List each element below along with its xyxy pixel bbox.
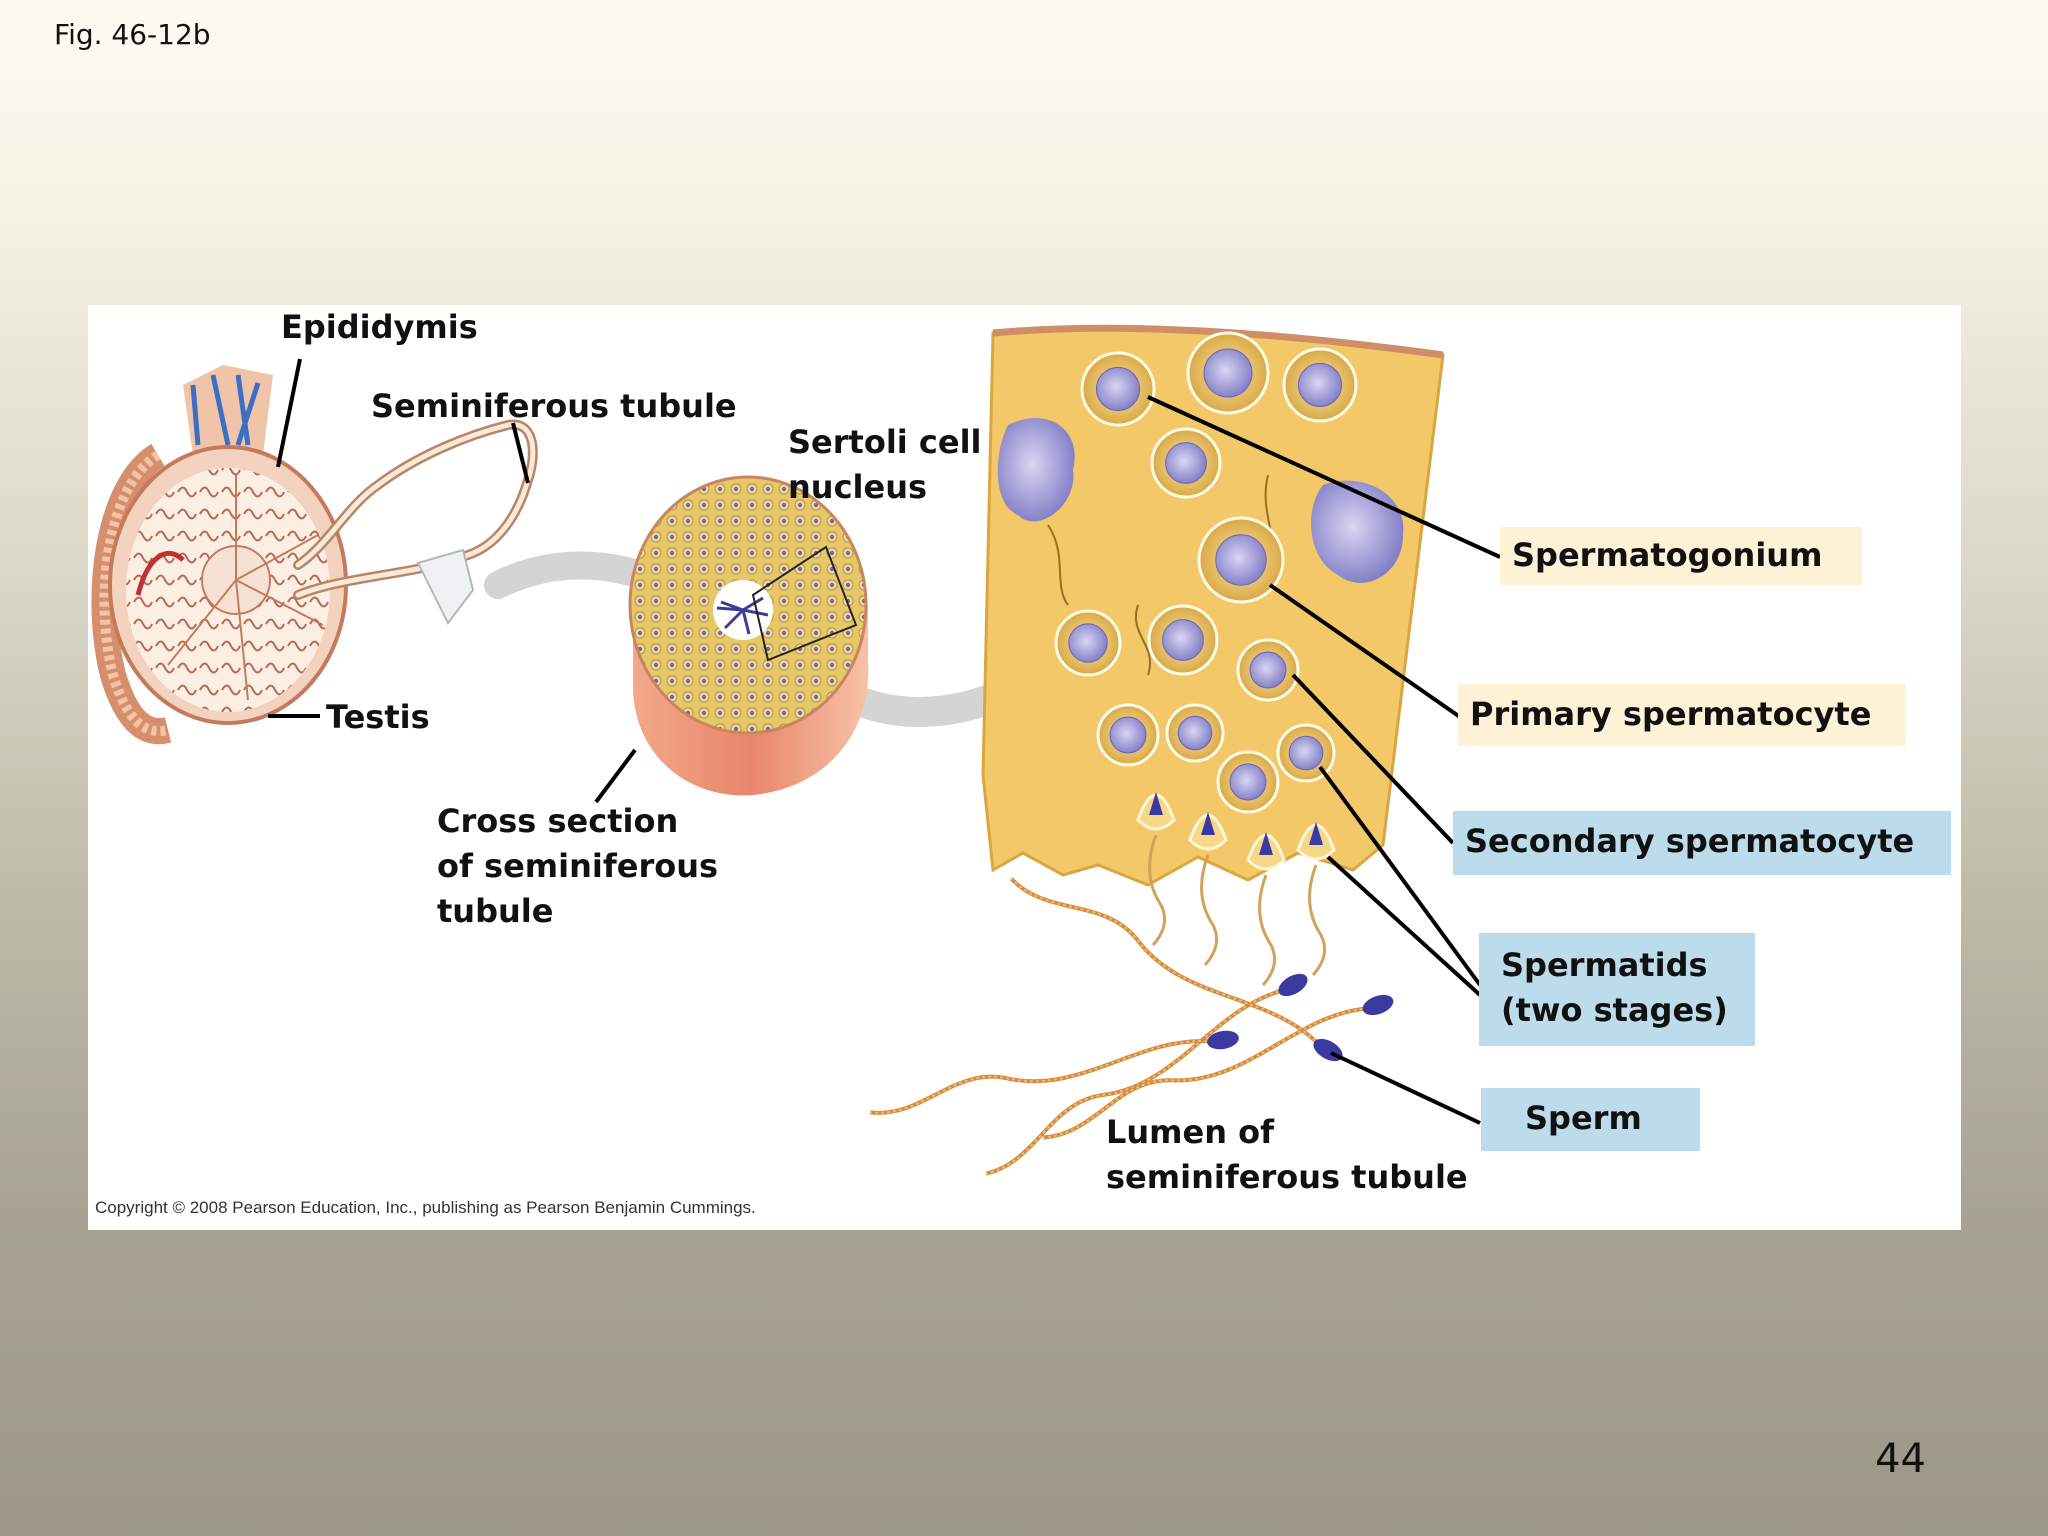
sperm-group — [869, 877, 1394, 1176]
label-lumen-line2: seminiferous tubule — [1106, 1158, 1468, 1196]
sperm-tail-midpiece — [1043, 1007, 1369, 1139]
label-cross-section-line3: tubule — [437, 892, 554, 930]
sperm-cell — [869, 1030, 1239, 1115]
sperm-head — [1362, 994, 1394, 1016]
label-primary-spermatocyte: Primary spermatocyte — [1458, 684, 1906, 746]
label-testis: Testis — [326, 698, 430, 736]
leader-lines — [268, 358, 1501, 1125]
spermatid-tail — [1148, 834, 1167, 947]
sperm-cell — [985, 973, 1308, 1176]
sperm-tail — [869, 1039, 1214, 1115]
copyright-notice: Copyright © 2008 Pearson Education, Inc.… — [95, 1198, 756, 1217]
label-spermatids-line2: (two stages) — [1501, 991, 1728, 1029]
sperm-cell — [1009, 877, 1343, 1062]
sperm-tail-midpiece — [870, 1040, 1214, 1114]
slide-number: 44 — [1875, 1436, 1926, 1482]
figure-panel: Epididymis Seminiferous tubule Sertoli c… — [88, 305, 1961, 1230]
spermatid-head — [1149, 792, 1163, 815]
cell-nucleus — [1162, 619, 1204, 661]
cross-section-drawing — [628, 475, 869, 796]
sperm-head — [1207, 1030, 1239, 1050]
label-epididymis: Epididymis — [281, 308, 478, 346]
spermatid-head — [1309, 822, 1323, 845]
cell-nucleus — [1288, 735, 1324, 771]
testis-drawing — [91, 365, 348, 745]
cell-nucleus — [1229, 763, 1267, 801]
tubule-wall-section — [981, 324, 1445, 887]
figure-label: Fig. 46-12b — [54, 18, 211, 51]
sperm-cell — [1043, 994, 1394, 1140]
cell-nucleus — [1068, 623, 1108, 663]
cell-group — [1054, 331, 1358, 814]
label-cross-section-line2: of seminiferous — [437, 847, 719, 885]
cell-nucleus — [1203, 348, 1253, 398]
cell-nucleus — [1249, 651, 1287, 689]
label-lumen-line1: Lumen of — [1106, 1113, 1275, 1151]
spermatogenesis-illustration — [91, 324, 1501, 1176]
label-sperm: Sperm — [1481, 1088, 1700, 1151]
label-secondary-spermatocyte: Secondary spermatocyte — [1453, 811, 1951, 875]
spermatid-tail — [1200, 854, 1219, 967]
sperm-head — [1278, 973, 1308, 997]
sperm-tail-midpiece — [985, 989, 1285, 1175]
cell-nucleus — [1109, 716, 1147, 754]
cell-nucleus — [1095, 366, 1141, 412]
label-sertoli-line1: Sertoli cell — [788, 423, 982, 461]
label-sertoli-line2: nucleus — [788, 468, 928, 506]
label-spermatids: Spermatids (two stages) — [1479, 933, 1755, 1046]
label-spermatids-line1: Spermatids — [1501, 946, 1708, 984]
spermatid-head — [1259, 832, 1273, 855]
label-spermatogonium: Spermatogonium — [1500, 527, 1862, 585]
section-plane — [416, 548, 475, 625]
sperm-tail-midpiece — [1010, 877, 1321, 1046]
cell-nucleus — [1165, 442, 1207, 484]
spermatid-tail — [1258, 874, 1277, 987]
cell-nucleus — [1177, 715, 1213, 751]
spermatid-tail — [1308, 864, 1327, 977]
cell-nucleus — [1297, 362, 1343, 408]
spermatid-head — [1201, 812, 1215, 835]
spermatid-group — [1136, 792, 1336, 987]
cell-nucleus — [1215, 534, 1267, 586]
label-seminiferous-tubule: Seminiferous tubule — [371, 387, 737, 425]
label-cross-section-line1: Cross section — [437, 802, 679, 840]
